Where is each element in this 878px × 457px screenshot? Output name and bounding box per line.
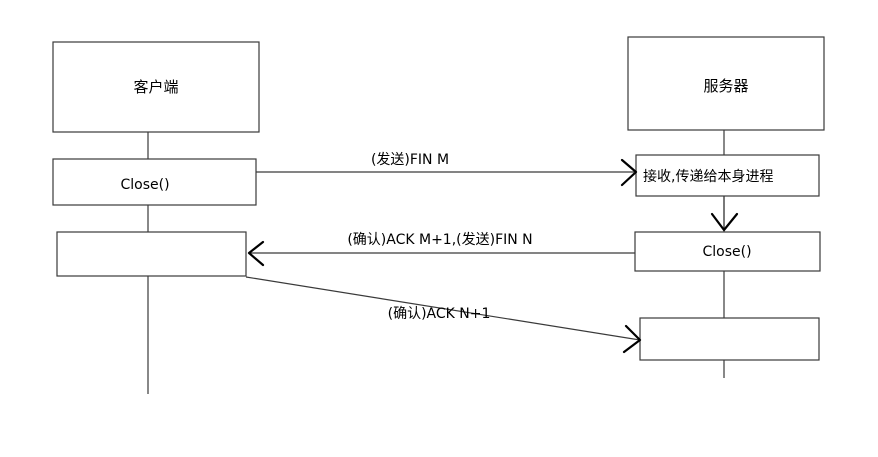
server-final-box xyxy=(639,317,820,361)
server-receive-label: 接收,传递给本身进程 xyxy=(643,168,773,185)
client-close-label: Close() xyxy=(120,177,169,193)
client-close-box: Close() xyxy=(52,158,257,206)
client-participant-label: 客户端 xyxy=(133,78,178,96)
message-ack-n: (确认)ACK N+1 xyxy=(245,276,642,354)
server-close-box: Close() xyxy=(634,231,821,272)
left-arrowhead-icon xyxy=(247,240,265,267)
message-ack-fin-label: (确认)ACK M+1,(发送)FIN N xyxy=(347,232,532,248)
down-arrowhead-icon xyxy=(710,212,739,232)
right-arrowhead-icon xyxy=(620,158,638,187)
diagonal-arrowhead-icon xyxy=(622,324,642,354)
server-participant-label: 服务器 xyxy=(703,77,748,95)
client-participant-box: 客户端 xyxy=(52,41,260,133)
message-ack-n-label: (确认)ACK N+1 xyxy=(388,306,491,322)
server-internal-arrow xyxy=(710,196,739,232)
server-participant-box: 服务器 xyxy=(627,36,825,131)
client-ack-box xyxy=(56,231,247,277)
message-fin-m-label: (发送)FIN M xyxy=(371,152,449,168)
message-fin-m: (发送)FIN M xyxy=(256,152,638,187)
message-ack-fin: (确认)ACK M+1,(发送)FIN N xyxy=(247,232,635,267)
server-receive-box: 接收,传递给本身进程 xyxy=(635,154,820,197)
server-close-label: Close() xyxy=(702,244,751,260)
